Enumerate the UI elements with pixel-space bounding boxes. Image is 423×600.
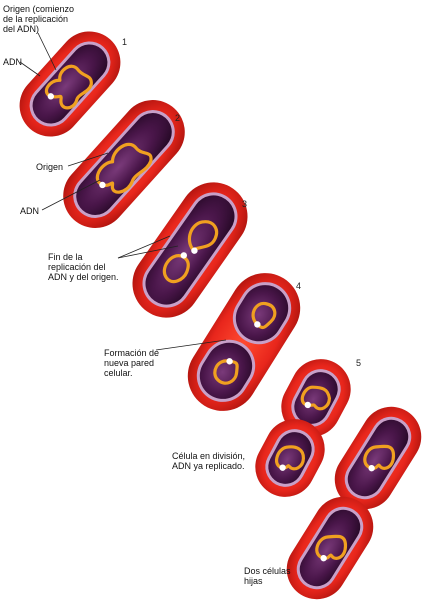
cell-step-1-origin-0 — [47, 93, 55, 100]
daughter-cell-bottom — [286, 496, 374, 600]
cell-step-5-lower-cytoplasm — [268, 432, 312, 484]
cell-step-5-upper-dna-0 — [300, 385, 332, 411]
label-end-replication: Fin de la replicación del ADN y del orig… — [48, 252, 119, 282]
cell-step-4-compartment-1 — [232, 282, 292, 345]
leader-adn-2 — [41, 179, 101, 211]
leader-new-wall — [155, 339, 227, 351]
leader-origin-2 — [67, 152, 109, 167]
cell-step-2 — [63, 100, 185, 228]
daughter-cell-right-cytoplasm — [347, 419, 409, 497]
step-number-5: 5 — [356, 358, 362, 368]
cell-step-4-compartment-cytoplasm-0 — [199, 342, 253, 399]
leader-end-replication-b — [117, 245, 179, 259]
label-origin-2: Origen — [36, 162, 64, 172]
step-number-1: 1 — [122, 37, 128, 47]
cell-step-3-dna-0 — [162, 254, 190, 284]
cell-step-4 — [187, 273, 301, 411]
daughter-cell-bottom-cytoplasm — [299, 509, 361, 587]
daughter-cell-bottom-origin-0 — [320, 554, 327, 562]
daughter-cell-bottom-dna-0 — [315, 534, 348, 560]
cell-step-1-cytoplasm — [32, 44, 108, 124]
label-origin-start: Origen (comienzo de la replicación del A… — [3, 4, 75, 34]
leader-adn-1 — [19, 61, 41, 77]
cell-step-3 — [132, 182, 248, 318]
cell-step-2-origin-0 — [99, 181, 106, 189]
label-dividing-cell: Célula en división, ADN ya replicado. — [172, 451, 246, 471]
cell-step-5-lower-origin-0 — [279, 464, 286, 471]
cell-step-4-compartment-0 — [196, 339, 256, 402]
cell-step-3-origin-0 — [180, 252, 187, 259]
cell-step-1 — [19, 31, 121, 137]
cell-step-2-dna-0 — [95, 142, 153, 194]
leader-end-replication-a — [117, 235, 171, 259]
cell-step-4-origin-1 — [254, 321, 261, 328]
cell-step-1-dna-0 — [44, 64, 93, 110]
daughter-cell-right-dna-0 — [363, 444, 396, 470]
cell-step-4-dna-1 — [251, 302, 277, 330]
step-number-4: 4 — [296, 281, 302, 291]
cell-step-5-lower-dna-0 — [274, 445, 306, 471]
label-adn-1: ADN — [3, 57, 23, 67]
step-number-3: 3 — [242, 199, 248, 209]
leader-lines — [19, 32, 227, 351]
daughter-cell-right-origin-0 — [368, 464, 375, 472]
cells-layer — [19, 31, 422, 600]
cell-step-3-origin-1 — [191, 247, 198, 254]
cell-step-2-cytoplasm — [76, 113, 172, 215]
leader-origin-start — [37, 32, 57, 71]
cell-step-5-upper — [281, 359, 351, 437]
cell-step-3-dna-1 — [187, 220, 219, 252]
daughter-cell-right — [334, 406, 422, 510]
label-new-wall: Formación de nueva pared celular. — [104, 348, 160, 378]
cell-step-5-upper-cytoplasm — [294, 372, 338, 424]
cell-step-4-compartment-cytoplasm-1 — [235, 285, 289, 342]
label-adn-2: ADN — [20, 206, 40, 216]
step-number-2: 2 — [175, 113, 181, 123]
cell-step-5-upper-origin-0 — [304, 401, 311, 409]
cell-step-4-dna-0 — [213, 359, 239, 385]
label-daughter-cells: Dos células hijas — [244, 566, 291, 586]
cell-step-5-lower — [255, 419, 325, 497]
cell-step-4-origin-0 — [226, 358, 233, 365]
